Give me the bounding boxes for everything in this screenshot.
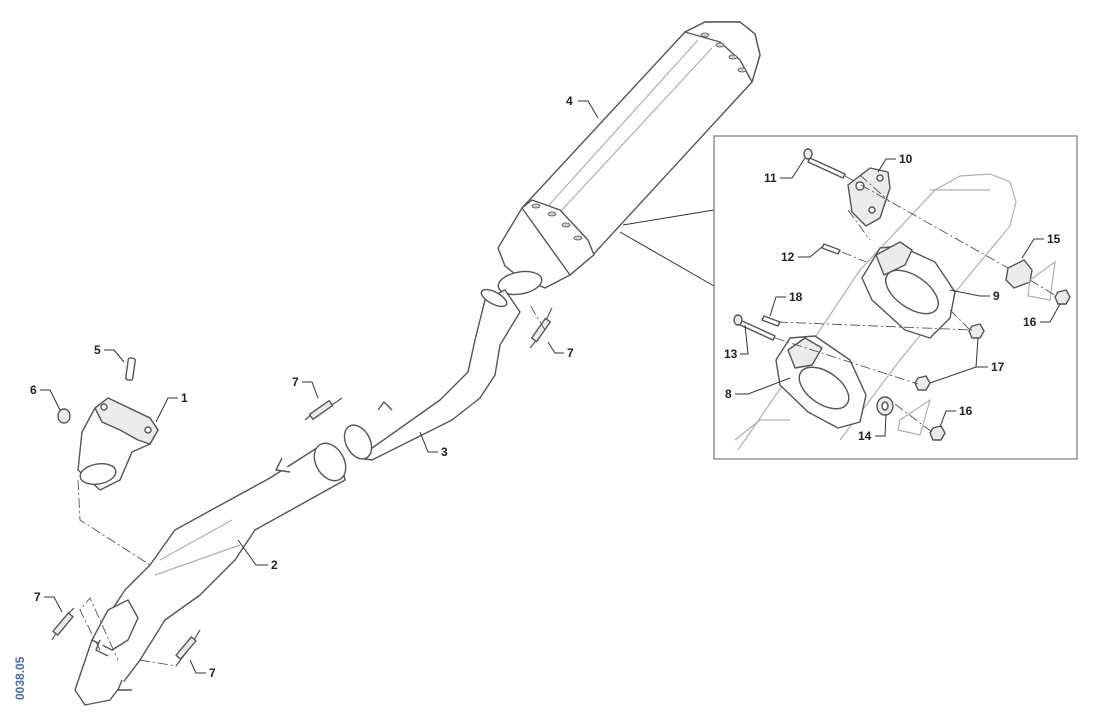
callout-13: 13: [724, 347, 738, 361]
callout-18: 18: [789, 290, 803, 304]
callout-17: 17: [991, 360, 1005, 374]
nut-part-17-lower[interactable]: [914, 375, 931, 391]
diagram-code: 0038.05: [13, 656, 27, 700]
callout-7-lower-right: 7: [209, 666, 216, 680]
manifold-flange-part-1[interactable]: [77, 397, 159, 491]
bolt-part-18[interactable]: [761, 315, 781, 327]
callout-11: 11: [764, 171, 777, 185]
nut-part-16-upper[interactable]: [1054, 289, 1071, 305]
callout-9: 9: [993, 289, 1000, 303]
nut-part-17-upper[interactable]: [968, 323, 985, 339]
clamp-part-9[interactable]: [861, 241, 956, 339]
callout-16-upper: 16: [1023, 315, 1037, 329]
spring-part-7-lower-left[interactable]: [51, 607, 75, 641]
callout-15: 15: [1047, 232, 1061, 246]
callout-7-middle: 7: [292, 375, 299, 389]
header-pipe-part-2[interactable]: [74, 438, 352, 706]
callout-4: 4: [566, 94, 573, 108]
nut-part-16-lower[interactable]: [929, 425, 946, 441]
callout-8: 8: [725, 387, 732, 401]
stud-part-5[interactable]: [125, 357, 136, 381]
callout-16-lower: 16: [959, 404, 973, 418]
link-pipe-part-3[interactable]: [339, 286, 521, 463]
callout-5: 5: [94, 343, 101, 357]
grommet-part-14[interactable]: [876, 396, 932, 436]
callout-1: 1: [181, 391, 188, 405]
callout-7-lower-left: 7: [34, 590, 41, 604]
spacer-part-15[interactable]: [1005, 259, 1056, 301]
callout-12: 12: [781, 250, 795, 264]
spring-part-7-upper-right[interactable]: [529, 307, 553, 349]
callout-10: 10: [899, 152, 913, 166]
bolt-part-13[interactable]: [733, 314, 776, 341]
callout-2: 2: [271, 558, 278, 572]
bolt-part-11[interactable]: [803, 148, 846, 179]
spring-part-7-lower-right[interactable]: [175, 629, 201, 667]
callout-14: 14: [858, 429, 872, 443]
bolt-part-12[interactable]: [821, 243, 841, 255]
callout-6: 6: [30, 383, 37, 397]
clamp-part-8[interactable]: [775, 335, 867, 429]
nut-part-6[interactable]: [57, 408, 71, 424]
callout-7-upper-right: 7: [567, 346, 574, 360]
spring-part-7-middle[interactable]: [304, 397, 343, 421]
callout-3: 3: [441, 445, 448, 459]
silencer-part-4[interactable]: [496, 21, 761, 298]
bracket-part-10[interactable]: [847, 167, 891, 227]
